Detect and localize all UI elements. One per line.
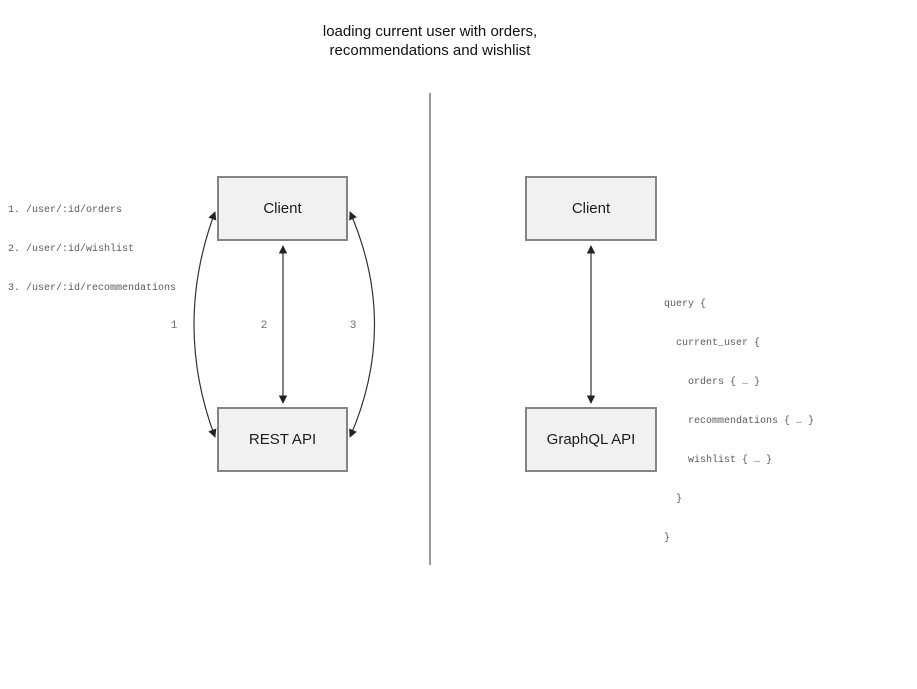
- rest-api-label: REST API: [248, 431, 317, 448]
- rest-endpoint-orders: 1. /user/:id/orders: [8, 205, 123, 216]
- graphql-query-line: query {: [664, 299, 707, 310]
- graphql-query-line: current_user {: [664, 338, 761, 349]
- graphql-query-line: wishlist { … }: [664, 455, 773, 466]
- graphql-query-line: orders { … }: [664, 377, 761, 388]
- rest-arrow-1: [193, 211, 217, 438]
- arrow-label-3: 3: [349, 320, 357, 332]
- rest-endpoint-wishlist: 2. /user/:id/wishlist: [8, 244, 135, 255]
- diagram-title-line2: recommendations and wishlist: [329, 42, 531, 59]
- graphql-api-label: GraphQL API: [546, 431, 636, 448]
- graphql-client-box: Client: [525, 176, 657, 241]
- graphql-query-line: }: [664, 533, 671, 544]
- graphql-query-code: query { current_user { orders { … } reco…: [664, 272, 814, 571]
- graphql-query-line: }: [664, 494, 683, 505]
- arrow-label-2: 2: [260, 320, 268, 332]
- graphql-query-line: recommendations { … }: [664, 416, 815, 427]
- graphql-client-label: Client: [571, 200, 611, 217]
- rest-endpoints-list: 1. /user/:id/orders 2. /user/:id/wishlis…: [8, 178, 176, 321]
- diagram-title-line1: loading current user with orders,: [322, 23, 538, 40]
- rest-client-label: Client: [263, 200, 302, 217]
- diagram-title: loading current user with orders, recomm…: [323, 22, 537, 60]
- arrow-label-1: 1: [170, 320, 178, 332]
- graphql-api-box: GraphQL API: [525, 407, 657, 472]
- rest-client-box: Client: [217, 176, 348, 241]
- rest-api-box: REST API: [217, 407, 348, 472]
- rest-arrow-3: [349, 211, 376, 438]
- rest-endpoint-recommendations: 3. /user/:id/recommendations: [8, 283, 177, 294]
